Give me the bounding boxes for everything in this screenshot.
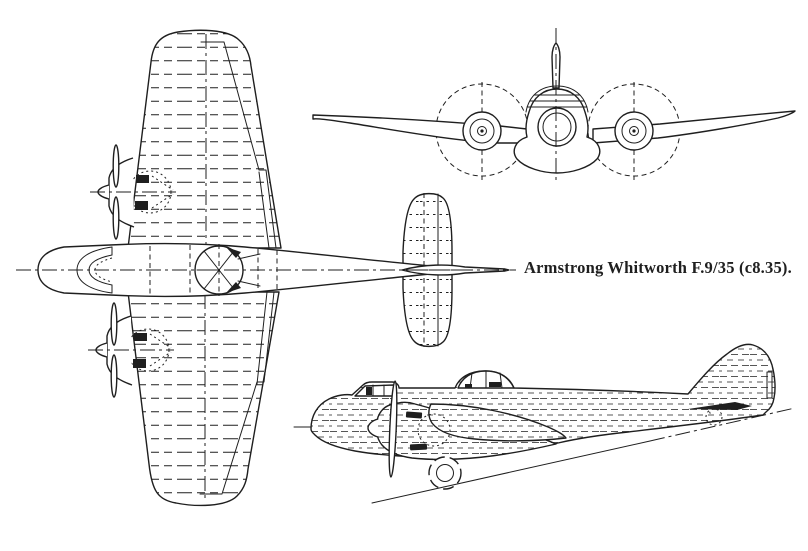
rudder-trim-tab: [766, 371, 773, 399]
ground-line-extension: [649, 407, 796, 442]
exhaust: [133, 359, 146, 368]
canopy-front: [525, 85, 589, 113]
tailplane-edge-side: [688, 402, 752, 410]
port-wing-plan: [127, 29, 282, 249]
caption-text: Armstrong Whitworth F.9/35 (c8.35).: [524, 258, 792, 277]
nose-ring-inner: [542, 112, 572, 142]
engine-outline-dotted: [417, 413, 451, 447]
exhaust: [409, 443, 428, 451]
exhaust: [405, 411, 423, 419]
aileron-flap-lines: [200, 41, 277, 249]
starboard-nacelle-front: [614, 111, 654, 151]
exhaust: [134, 333, 147, 341]
spinner-side: [367, 418, 379, 438]
exhaust: [136, 175, 149, 183]
side-view: [293, 343, 796, 504]
nose-ring-outer: [537, 107, 577, 147]
ground-line: [371, 440, 651, 504]
propeller-blade-side: [388, 380, 398, 478]
plan-view: [16, 29, 516, 507]
aileron-flap-lines: [199, 291, 275, 495]
main-wheel: [428, 456, 462, 490]
port-engine-nacelle-plan: [90, 144, 176, 240]
propeller-blade: [110, 302, 118, 346]
starboard-wing-plan: [127, 291, 280, 507]
propeller-blade: [112, 196, 120, 240]
front-view: [312, 28, 796, 184]
port-nacelle-front: [462, 111, 502, 151]
starboard-engine-nacelle-plan: [88, 302, 174, 398]
propeller-blade: [112, 144, 120, 188]
gun-barrels: [237, 253, 261, 287]
tailwheel-dotted: [705, 408, 723, 426]
propeller-blade: [110, 354, 118, 398]
exhaust: [135, 201, 148, 210]
gun-turret-dome: [457, 370, 515, 389]
